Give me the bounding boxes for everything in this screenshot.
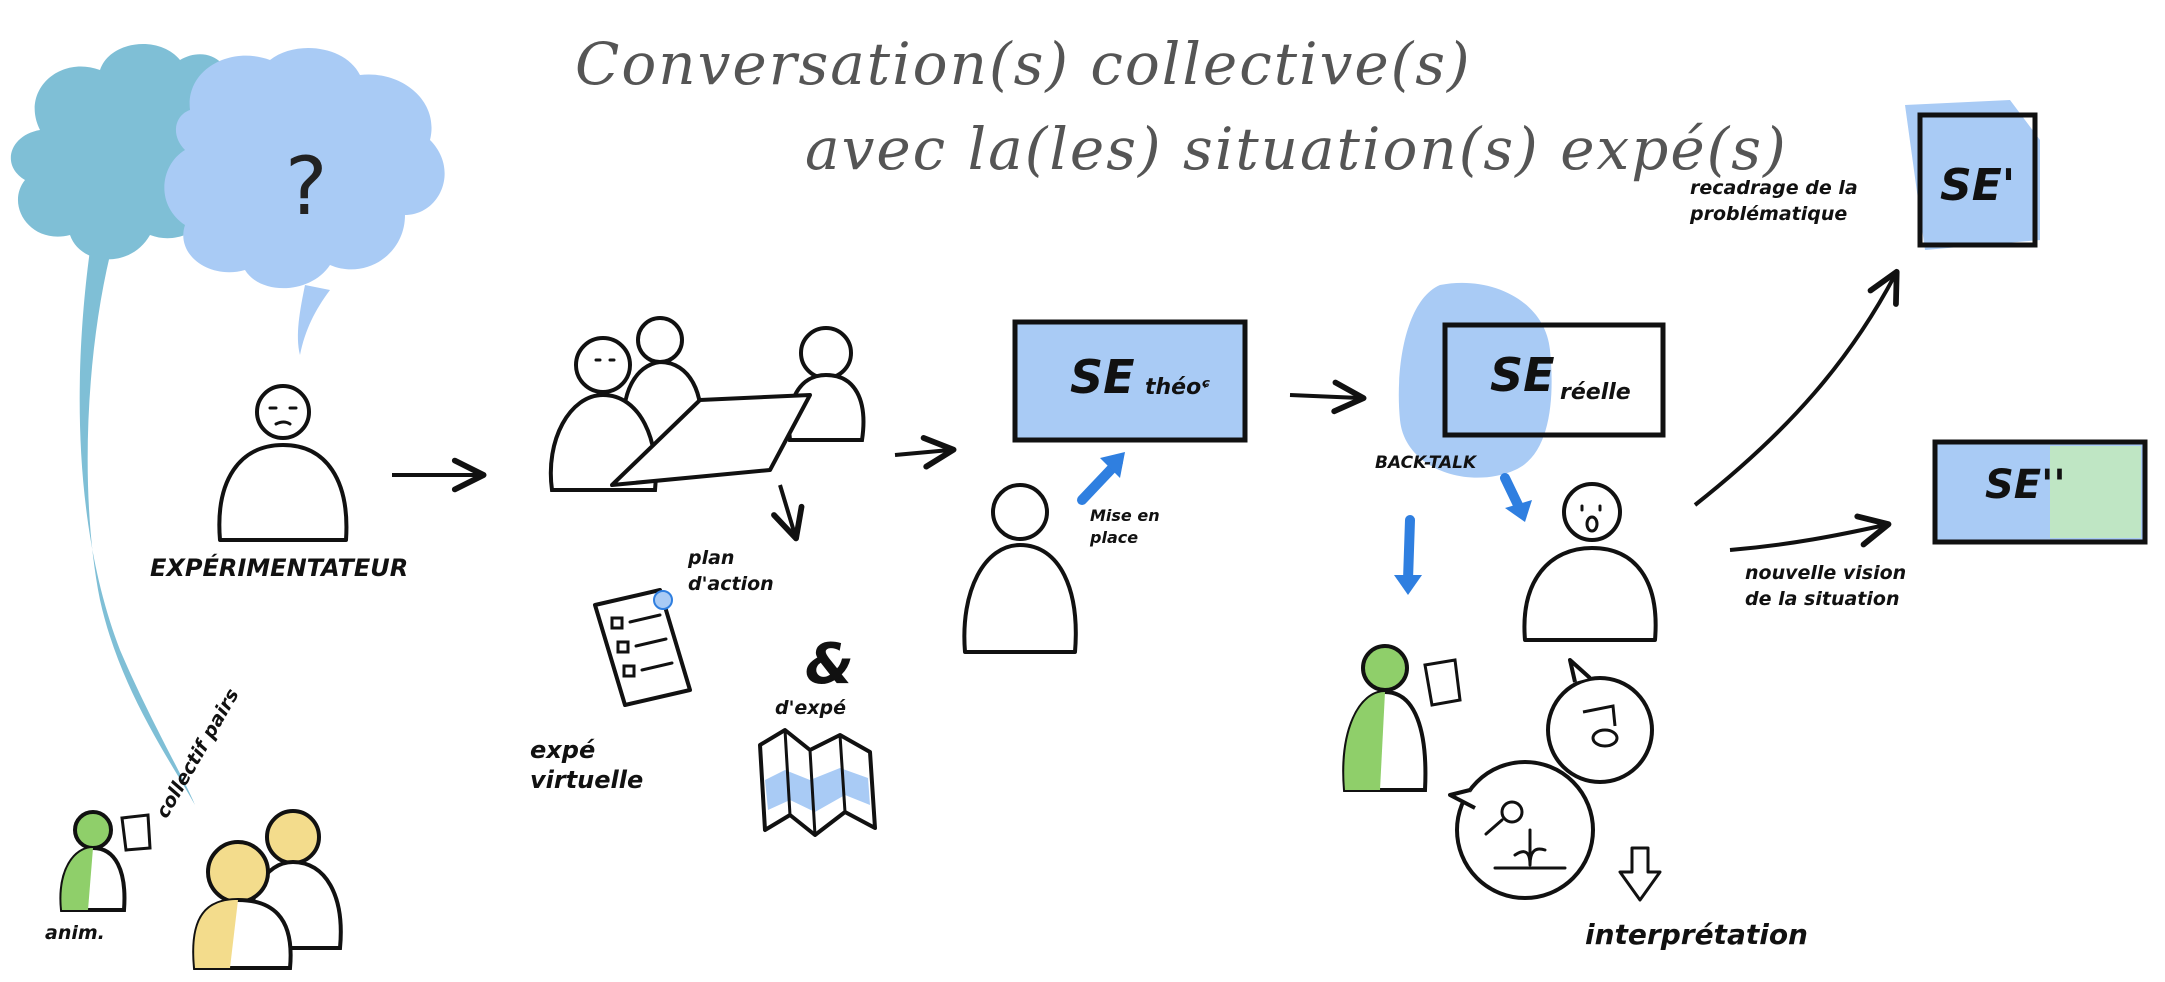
experimentateur-label: EXPÉRIMENTATEUR: [150, 554, 409, 582]
se-prime-box: [1917, 112, 2038, 248]
se-reelle-box: [1442, 322, 1666, 438]
blue-arrow-down: [1403, 515, 1415, 585]
se-prime-label: SE': [1940, 160, 2016, 211]
d-expe-label: d'expé: [775, 697, 847, 719]
anim-figure: [1342, 644, 1462, 792]
se-double-prime-green: [2050, 446, 2141, 538]
collectif-figures: [192, 809, 343, 970]
arrow-to-plan: [771, 484, 805, 542]
thought-cloud-blue: [164, 48, 445, 355]
arrow-to-se-double-prime: [1729, 513, 1892, 552]
person-mise-en-place: [962, 483, 1078, 654]
interpretation-label: interprétation: [1585, 918, 1808, 951]
map-icon: [758, 728, 877, 837]
anim-small-figure: [59, 810, 152, 912]
surprised-person: [1522, 482, 1658, 642]
blue-arrow-to-person-head: [1505, 500, 1532, 522]
ampersand: &: [805, 632, 854, 697]
arrow-to-interpretation: [1618, 846, 1662, 902]
speech-bubble-plant: [1448, 760, 1595, 900]
arrow-to-se-reelle: [1289, 379, 1367, 415]
se-prime-fill: [1905, 100, 2040, 250]
se-reelle-blob: [1398, 282, 1552, 478]
arrow-to-se-theo: [894, 435, 957, 470]
blue-arrow-to-person: [1500, 473, 1523, 510]
group-around-table: [548, 316, 866, 492]
se-reelle-sub: réelle: [1560, 380, 1631, 405]
blue-arrow-down-head: [1394, 575, 1422, 595]
title-line1: Conversation(s) collective(s): [575, 30, 1472, 98]
recadrage-label: recadrage de la problématique: [1690, 177, 1858, 225]
plan-action-label: plan d'action: [688, 547, 774, 595]
expe-virtuelle-label: expé virtuelle: [530, 736, 644, 794]
speech-bubble-music: [1546, 658, 1654, 784]
se-double-prime-label: SE'': [1985, 462, 2066, 508]
se-reelle-main: SE: [1490, 348, 1555, 402]
mise-en-place-label: Mise en place: [1090, 506, 1160, 547]
question-mark: ?: [285, 140, 328, 233]
experimentateur-figure: [217, 384, 349, 542]
nouvelle-vision-label: nouvelle vision de la situation: [1745, 562, 1907, 610]
back-talk-label: BACK-TALK: [1375, 453, 1477, 473]
anim-label: anim.: [45, 922, 105, 944]
arrow-to-se-prime: [1693, 268, 1900, 507]
plan-action-document: [593, 588, 692, 707]
se-theo-box: [1012, 319, 1248, 443]
blue-arrow-up-head: [1100, 452, 1125, 478]
title-line2: avec la(les) situation(s) expé(s): [805, 115, 1788, 183]
se-theo-sub: théoᶝ: [1145, 375, 1211, 400]
se-theo-main: SE: [1070, 350, 1135, 404]
